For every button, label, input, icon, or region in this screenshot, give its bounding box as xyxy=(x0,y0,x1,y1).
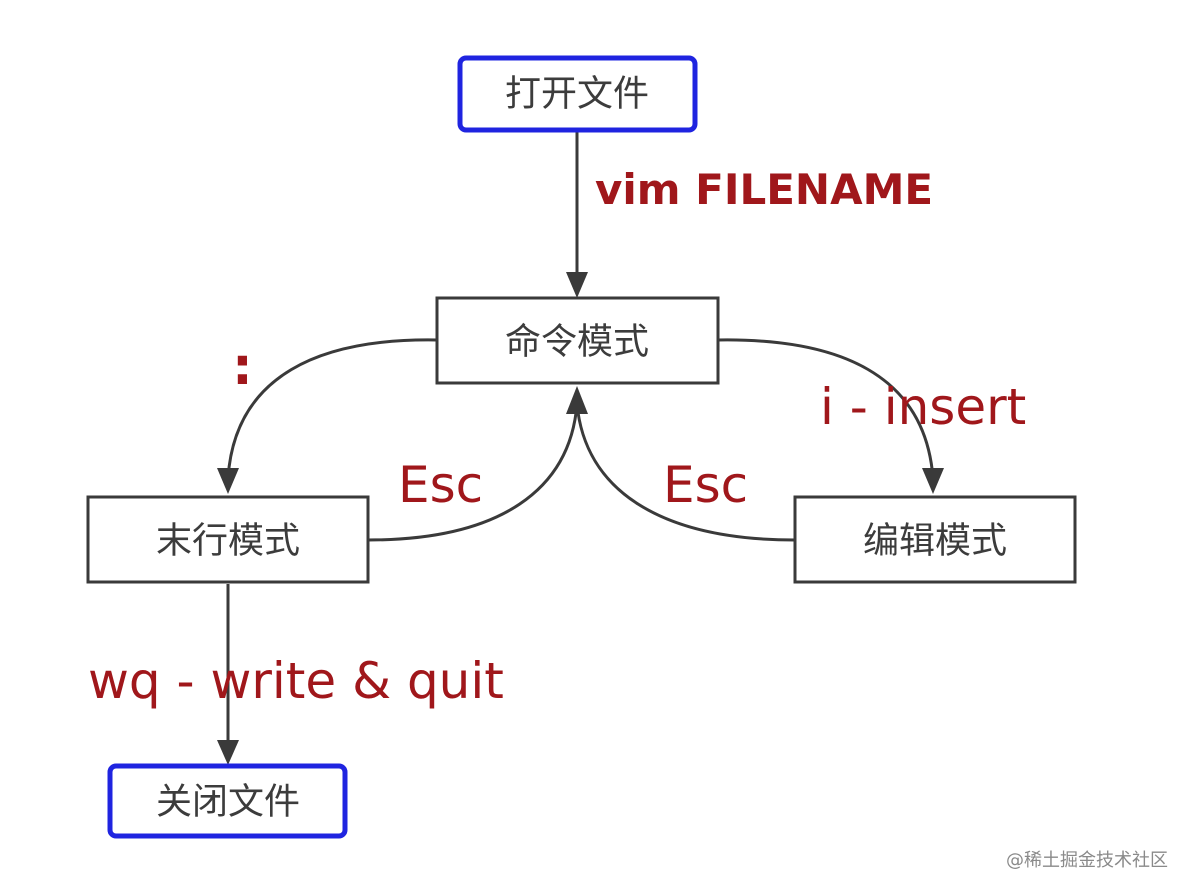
node-last-line-mode: 末行模式 xyxy=(86,495,370,584)
edge-command-to-last-line xyxy=(226,338,438,479)
node-close-file: 关闭文件 xyxy=(107,763,348,839)
label-vim-filename: vim FILENAME xyxy=(595,165,933,214)
edge-labels: vim FILENAME : Esc Esc i - insert wq - w… xyxy=(88,165,1026,710)
label-esc-right: Esc xyxy=(663,456,748,514)
arrowhead-down-icon xyxy=(217,740,239,765)
watermark: @稀土掘金技术社区 xyxy=(1006,850,1168,871)
edges xyxy=(217,132,944,765)
label-esc-left: Esc xyxy=(398,456,483,514)
arrowhead-down-icon xyxy=(566,272,588,298)
node-command-mode-label: 命令模式 xyxy=(505,322,649,363)
arrowhead-up-icon xyxy=(566,386,588,414)
node-edit-mode: 编辑模式 xyxy=(793,495,1077,584)
node-close-file-label: 关闭文件 xyxy=(156,782,300,823)
node-open-file: 打开文件 xyxy=(457,55,698,133)
node-last-line-mode-label: 末行模式 xyxy=(156,521,300,562)
node-open-file-label: 打开文件 xyxy=(505,74,649,115)
edge-edit-to-command xyxy=(575,403,796,542)
label-wq-write-quit: wq - write & quit xyxy=(88,652,504,710)
node-edit-mode-label: 编辑模式 xyxy=(863,521,1007,562)
edge-last-line-to-command xyxy=(367,403,579,542)
node-command-mode: 命令模式 xyxy=(435,296,720,385)
edge-command-to-edit xyxy=(717,338,935,479)
label-i-insert: i - insert xyxy=(820,378,1026,436)
label-colon: : xyxy=(232,337,253,397)
arrowhead-down-icon xyxy=(217,468,239,494)
arrowhead-down-icon xyxy=(922,468,944,494)
